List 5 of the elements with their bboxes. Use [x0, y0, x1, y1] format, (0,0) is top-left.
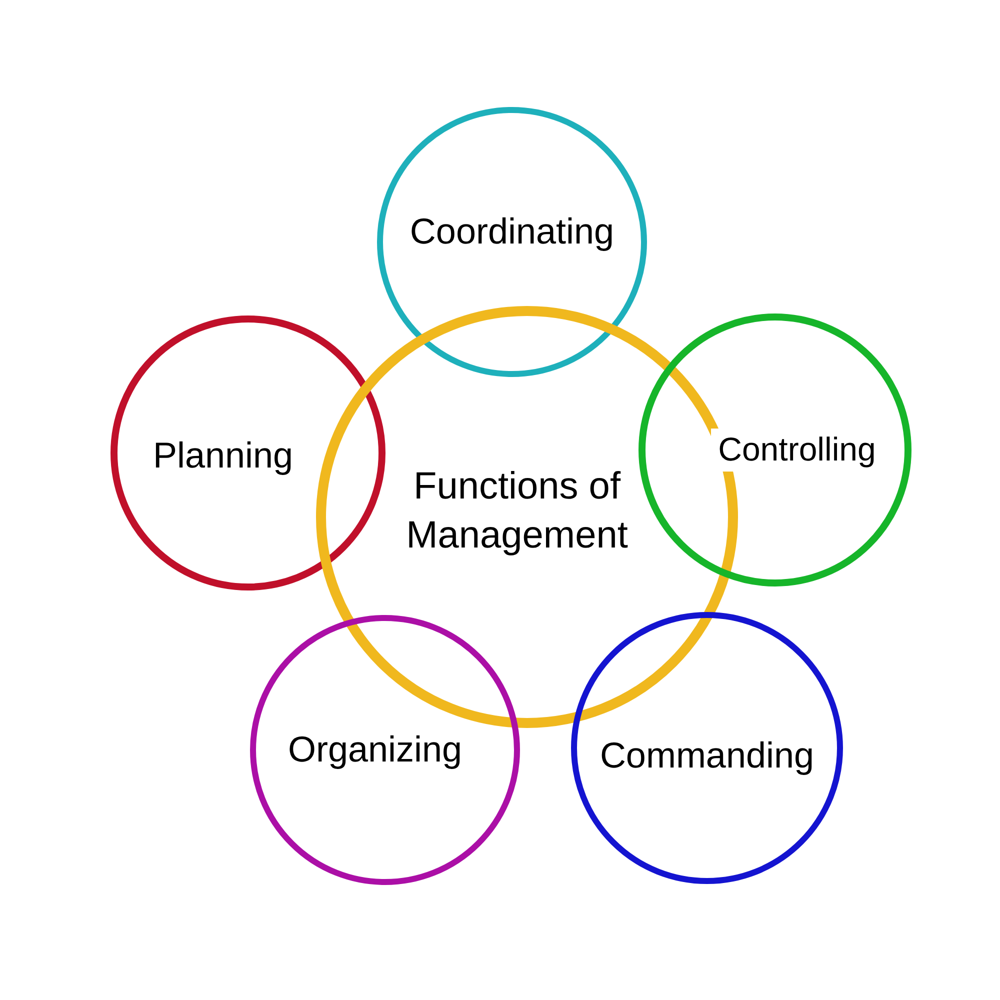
- function-label: Organizing: [286, 728, 464, 772]
- function-label: Planning: [152, 434, 294, 478]
- center-title: Functions of Management: [405, 464, 629, 559]
- function-label: Coordinating: [408, 210, 616, 254]
- function-label: Commanding: [598, 734, 816, 778]
